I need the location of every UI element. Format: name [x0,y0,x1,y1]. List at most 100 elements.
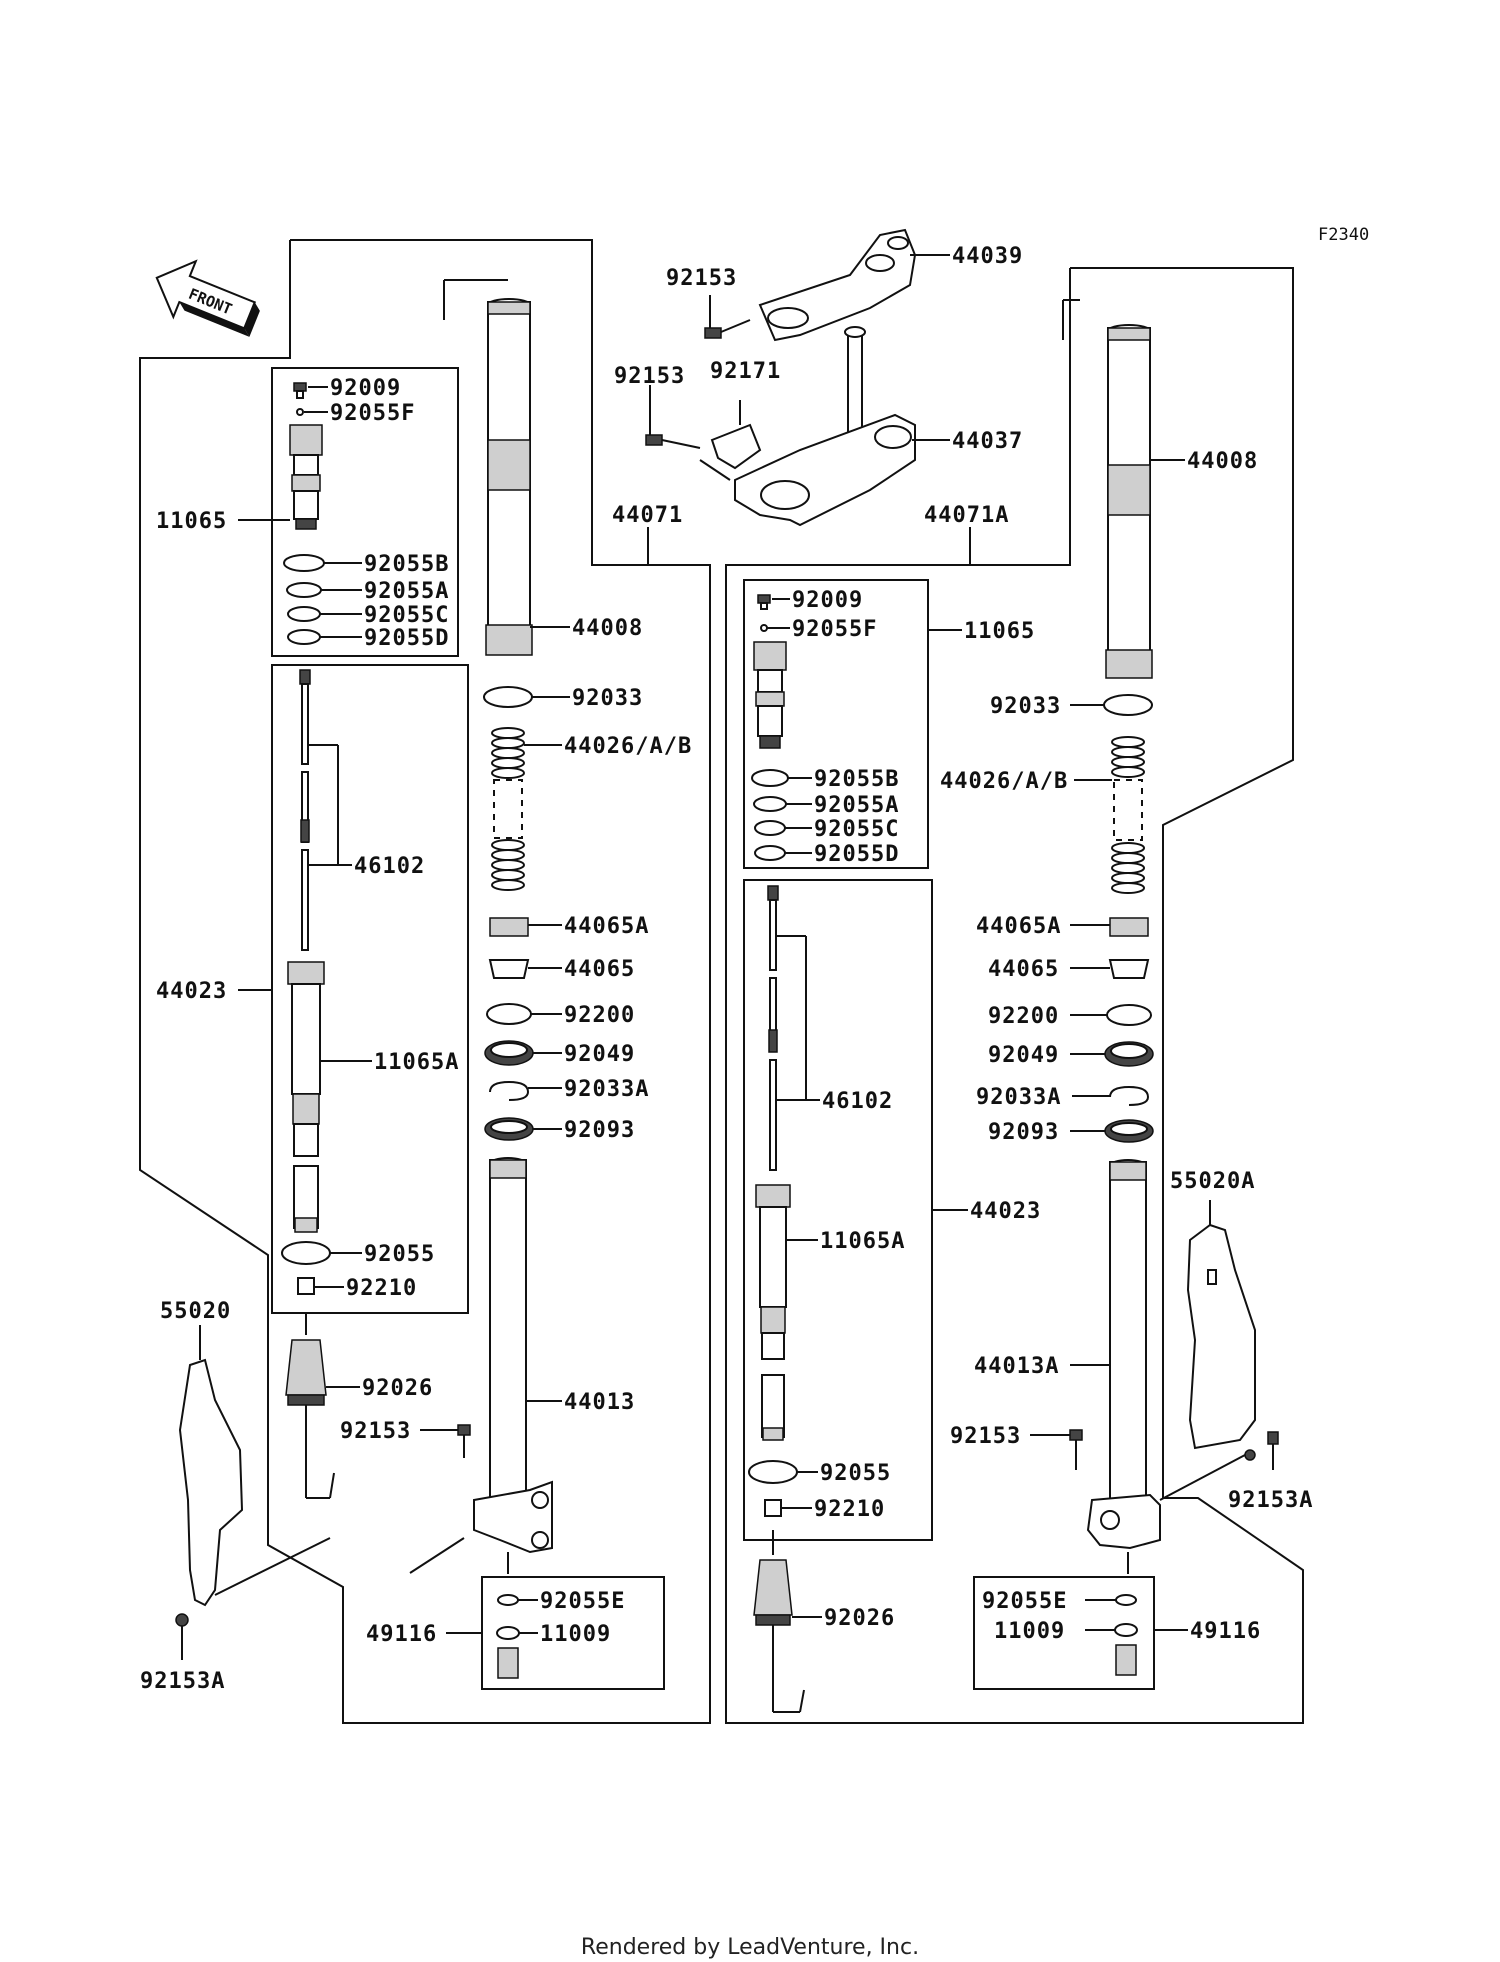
label-92055-right: 92055 [820,1461,891,1486]
left-92033A-clip-icon [489,1080,530,1101]
label-92093-right: 92093 [988,1120,1059,1145]
label-92055A-left: 92055A [364,579,449,604]
label-44023-left: 44023 [156,979,227,1004]
label-92153A-right: 92153A [1228,1488,1313,1513]
label-44039: 44039 [952,244,1023,269]
right-fork-frame [725,267,1304,1724]
right-92055C-oring-icon [754,820,786,836]
right-44065-bushing-icon [1108,959,1150,979]
label-55020A: 55020A [1170,1169,1255,1194]
right-92210-nut-icon [764,1499,782,1517]
label-11065A-left: 11065A [374,1050,459,1075]
label-92026-left: 92026 [362,1376,433,1401]
right-44065A-bushing-icon [1109,917,1149,937]
label-92033A-right: 92033A [976,1085,1061,1110]
label-92210-right: 92210 [814,1497,885,1522]
label-44013: 44013 [564,1390,635,1415]
left-fork-frame [139,239,711,1724]
label-92055-left: 92055 [364,1242,435,1267]
left-49116-group [446,1594,538,1679]
label-92055F-left: 92055F [330,401,415,426]
label-92153-right: 92153 [950,1424,1021,1449]
label-92055B-left: 92055B [364,552,449,577]
right-cap-group [751,594,962,861]
label-44037: 44037 [952,429,1023,454]
right-44013A-inner-tube-icon [1109,1161,1147,1503]
left-11065-cartridge-icon [289,424,323,456]
footer-credit: Rendered by LeadVenture, Inc. [580,1935,920,1960]
label-92153-top-2: 92153 [614,364,685,389]
top-92153-bolt-2-icon [645,434,663,446]
right-92200-washer-icon [1106,1004,1152,1026]
left-92055F-oring-icon [296,408,304,416]
label-92055E-left: 92055E [540,1589,625,1614]
left-46102-rod-icon [299,669,311,685]
label-92026-right: 92026 [824,1606,895,1631]
left-44013-inner-tube-icon [489,1159,527,1501]
right-11009-oring-icon [1114,1623,1138,1637]
top-clamps-group [645,228,971,565]
right-92153A-bolt-icon [1267,1431,1279,1445]
label-44071: 44071 [612,503,683,528]
label-49116-left: 49116 [366,1622,437,1647]
label-92033-left: 92033 [572,686,643,711]
right-11065A-tube-icon [755,1184,791,1208]
label-92210-left: 92210 [346,1276,417,1301]
label-92055D-left: 92055D [364,626,449,651]
left-92055D-oring-icon [287,629,321,645]
right-49116-box [973,1576,1155,1690]
label-92055C-right: 92055C [814,817,899,842]
right-92055-oring-icon [748,1460,798,1484]
label-44026-right: 44026/A/B [940,769,1068,794]
left-92033-ring-icon [483,686,533,708]
right-46102-rod-icon [767,885,779,901]
left-damper-group [238,669,372,1499]
left-44065-bushing-icon [488,959,530,979]
right-11065-box [743,579,929,869]
right-92033-ring-icon [1103,694,1153,716]
label-11065-left: 11065 [156,509,227,534]
left-92055E-oring-icon [497,1594,519,1606]
front-direction-arrow: FRONT [155,259,260,337]
label-11009-right: 11009 [994,1619,1065,1644]
label-92055B-right: 92055B [814,767,899,792]
right-damper-group [748,885,968,1713]
left-92026-base-icon [285,1339,327,1396]
label-11009-left: 11009 [540,1622,611,1647]
label-49116-right: 49116 [1190,1619,1261,1644]
label-44071A: 44071A [924,503,1009,528]
right-92055F-oring-icon [760,624,768,632]
label-92153-top-1: 92153 [666,266,737,291]
left-11009-oring-icon [496,1626,520,1640]
label-92009-right: 92009 [792,588,863,613]
label-92093-left: 92093 [564,1118,635,1143]
label-44008-right: 44008 [1187,449,1258,474]
left-92055C-oring-icon [287,606,321,622]
label-92200-right: 92200 [988,1004,1059,1029]
label-44013A: 44013A [974,1354,1059,1379]
left-44065A-bushing-icon [489,917,529,937]
label-11065-right: 11065 [964,619,1035,644]
label-92055D-right: 92055D [814,842,899,867]
left-49116-valve-icon [497,1647,519,1679]
left-92055A-oring-icon [286,582,322,598]
right-55020A-guard-group [1159,1200,1279,1501]
label-44065-right: 44065 [988,957,1059,982]
left-cap-group [238,382,362,645]
label-92055E-right: 92055E [982,1589,1067,1614]
right-92055E-oring-icon [1115,1594,1137,1606]
right-92055A-oring-icon [753,796,787,812]
label-44065-left: 44065 [564,957,635,982]
label-92153A-left: 92153A [140,1669,225,1694]
diagram-code: F2340 [1318,225,1369,245]
label-55020: 55020 [160,1299,231,1324]
label-92049-left: 92049 [564,1042,635,1067]
label-46102-right: 46102 [822,1089,893,1114]
right-92055B-oring-icon [751,769,789,787]
right-92055D-oring-icon [754,845,786,861]
label-92055C-left: 92055C [364,603,449,628]
right-fork-axle-lug-icon [1086,1493,1161,1550]
left-11065-box [271,367,459,657]
left-92055B-oring-icon [283,554,325,572]
